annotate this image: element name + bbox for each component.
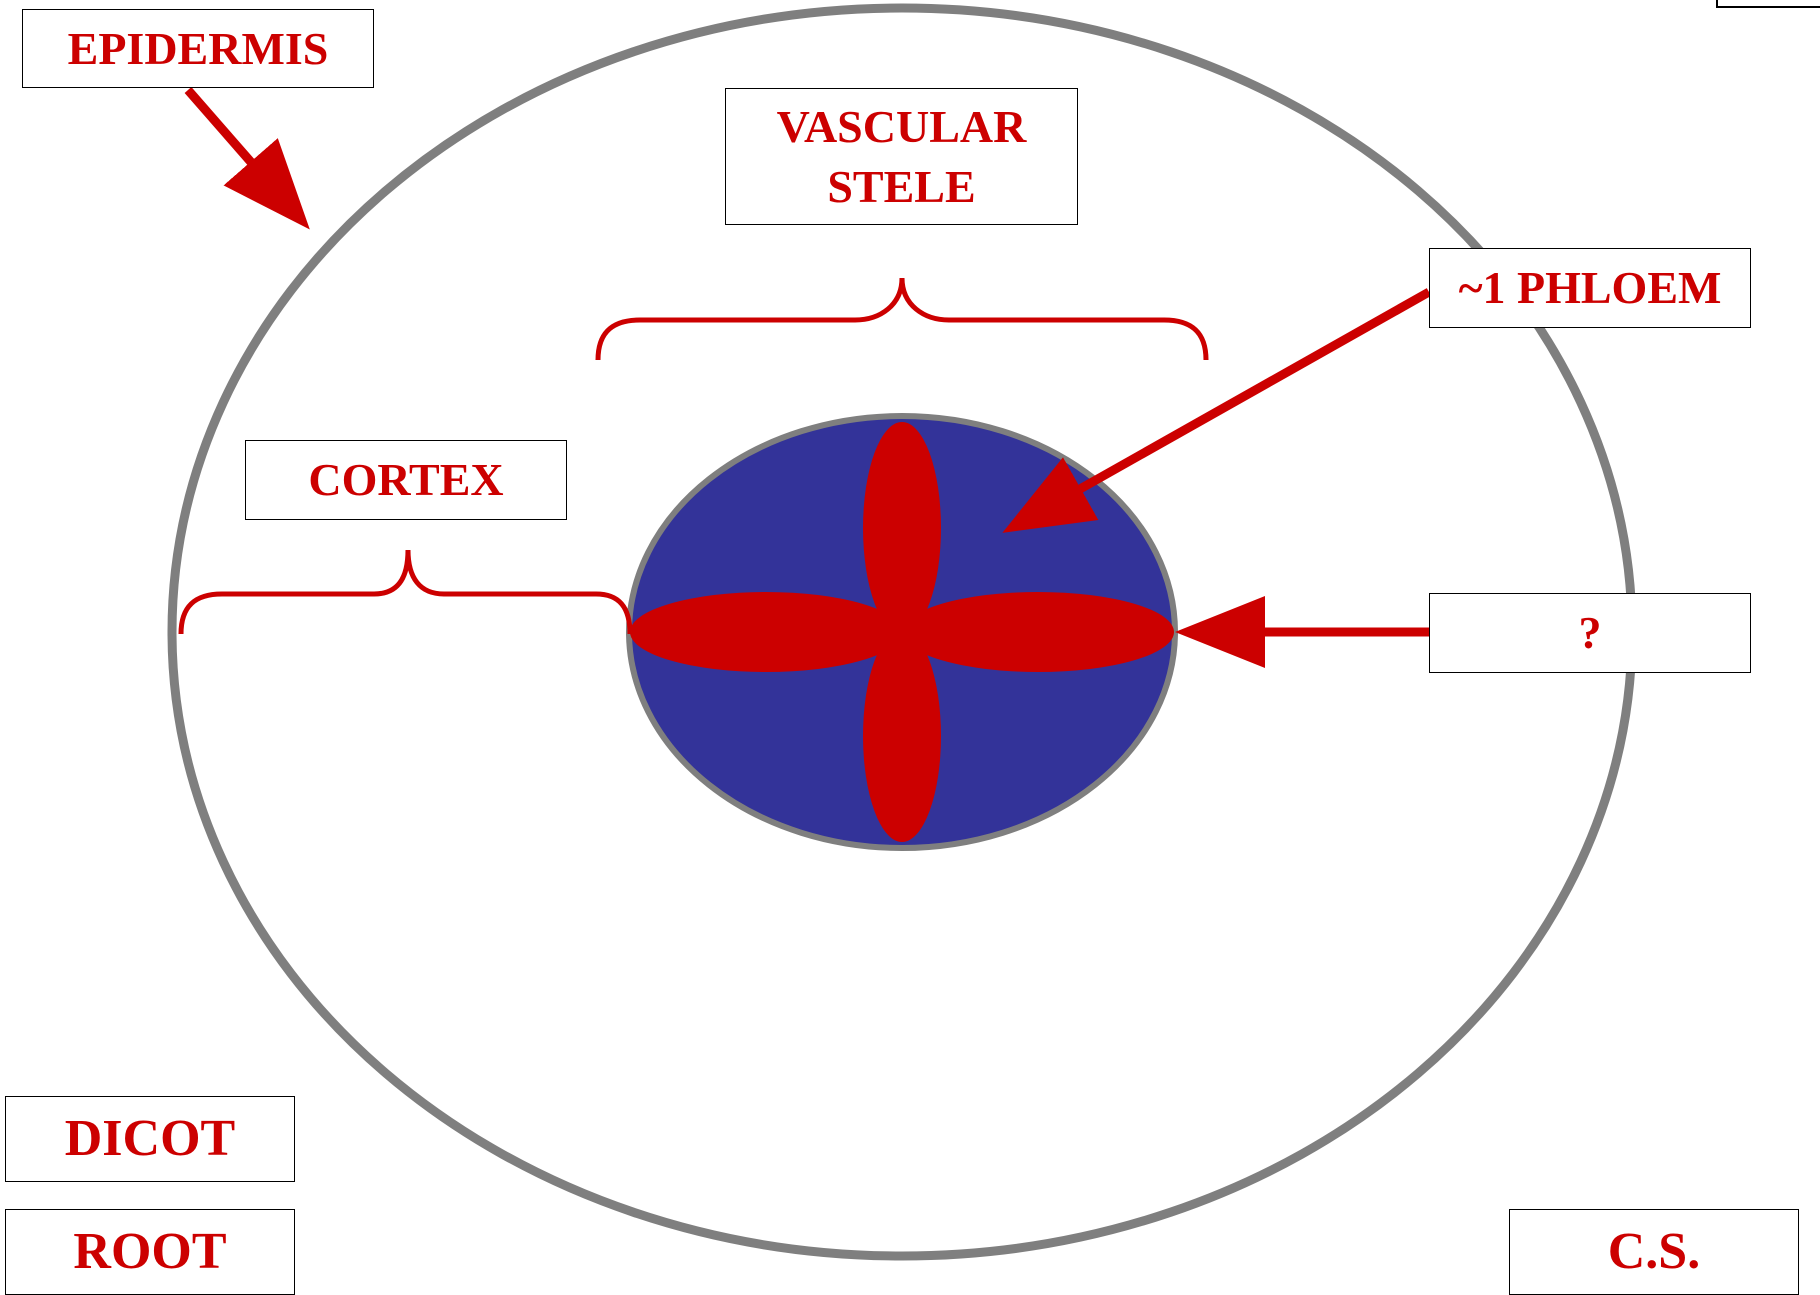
dicot-label-text: DICOT: [64, 1110, 236, 1168]
vascular-label-line1: VASCULAR: [776, 100, 1027, 152]
cortex-label-text: CORTEX: [308, 454, 504, 506]
vascular-label-line2: STELE: [827, 160, 976, 212]
phloem-label: ~1 PHLOEM: [1429, 248, 1751, 328]
epidermis-label: EPIDERMIS: [22, 9, 374, 88]
unknown-label-text: ?: [1578, 607, 1602, 659]
xylem-arm-right: [902, 592, 1174, 672]
unknown-label: ?: [1429, 593, 1751, 673]
phloem-arrow: [1002, 288, 1432, 533]
xylem-arm-left: [630, 592, 902, 672]
phloem-label-text: ~1 PHLOEM: [1458, 262, 1722, 314]
stele-brace: [595, 277, 1209, 361]
root-label: ROOT: [5, 1209, 295, 1295]
dicot-label: DICOT: [5, 1096, 295, 1182]
vascular-stele-label: VASCULAR STELE: [725, 88, 1078, 225]
xylem-arm-top: [863, 422, 941, 634]
epidermis-label-text: EPIDERMIS: [67, 22, 329, 74]
cortex-label: CORTEX: [245, 440, 567, 520]
cross-section-label-text: C.S.: [1607, 1223, 1701, 1281]
xylem-arm-bottom: [863, 630, 941, 842]
cross-section-label: C.S.: [1509, 1209, 1799, 1295]
corner-box-fragment: [1716, 0, 1820, 8]
root-label-text: ROOT: [73, 1223, 227, 1281]
epidermis-arrow: [184, 87, 310, 230]
cortex-brace: [178, 549, 633, 635]
